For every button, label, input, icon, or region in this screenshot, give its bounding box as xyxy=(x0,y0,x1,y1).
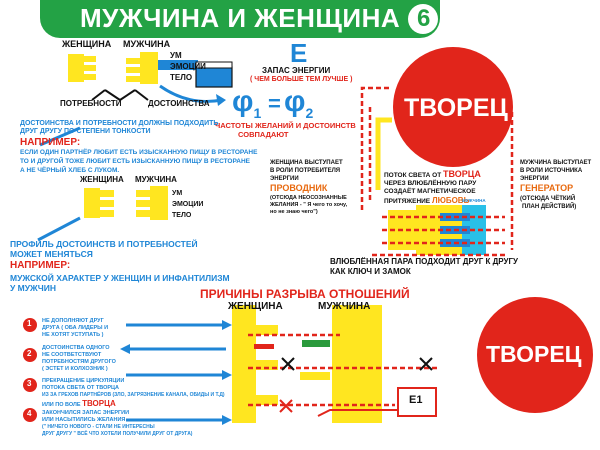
man-profile-shape-2 xyxy=(136,186,168,220)
example-line1: ЕСЛИ ОДИН ПАРТНЁР ЛЮБИТ ЕСТЬ ИЗЫСКАННУЮ … xyxy=(20,149,258,156)
reason-4-line4: ДРУГ ДРУГУ " ВСЁ ЧТО ХОТЕЛИ ПОЛУЧИЛИ ДРУ… xyxy=(42,431,193,437)
creator-label-top: ТВОРЕЦ xyxy=(404,94,508,122)
frequency-line1: ЧАСТОТЫ ЖЕЛАНИЙ И ДОСТОИНСТВ xyxy=(215,121,356,130)
reason-3-number: 3 xyxy=(27,379,32,388)
man-role-6: ПЛАН ДЕЙСТВИЙ) xyxy=(522,204,577,210)
man-role-1: МУЖЧИНА ВЫСТУПАЕТ xyxy=(520,160,592,166)
woman-role-5: (ОТСЮДА НЕОСОЗНАННЫЕ xyxy=(270,195,347,201)
flow-line3: СОЗДАЁТ МАГНЕТИЧЕСКОЕ xyxy=(384,188,476,195)
man-role-5: (ОТСЮДА ЧЁТКИЙ xyxy=(520,196,576,202)
virtues-label: ДОСТОИНСТВА xyxy=(148,99,210,108)
needs-label: ПОТРЕБНОСТИ xyxy=(60,99,122,108)
masculine-line2: У МУЖЧИН xyxy=(10,283,57,293)
breakup-woman-label: ЖЕНЩИНА xyxy=(228,301,283,312)
example-heading: НАПРИМЕР: xyxy=(20,137,81,148)
creator-circle-bottom xyxy=(477,297,593,413)
reason-4-line3: (" НИЧЕГО НОВОГО - СТАЛИ НЕ ИНТЕРЕСНЫ xyxy=(42,424,155,430)
reason-1-line2: ДРУГА ( ОБА ЛИДЕРЫ И xyxy=(42,325,109,331)
man-label: МУЖЧИНА xyxy=(123,39,171,49)
reason-2-number: 2 xyxy=(27,349,32,358)
example-line2: ТО И ДРУГОЙ ТОЖЕ ЛЮБИТ ЕСТЬ ИЗЫСКАННУЮ П… xyxy=(20,158,250,165)
emotions-label: ЭМОЦИИ xyxy=(170,62,206,71)
reason-1-number: 1 xyxy=(27,319,32,328)
e1-label: E1 xyxy=(409,394,423,406)
woman-profile-shape xyxy=(68,54,96,82)
woman-role-conductor: ПРОВОДНИК xyxy=(270,183,328,193)
reason-4-line1: ЗАКОНЧИЛСЯ ЗАПАС ЭНЕРГИИ xyxy=(42,410,130,416)
creator-label-bottom: ТВОРЕЦ xyxy=(486,341,582,367)
phi2: φ2 xyxy=(284,85,314,121)
key-lock-line2: КАК КЛЮЧ И ЗАМОК xyxy=(330,267,411,276)
header-number: 6 xyxy=(417,5,431,32)
um-label-2: УМ xyxy=(172,190,183,197)
break-woman-bar xyxy=(232,305,256,423)
man-role-3: ЭНЕРГИИ xyxy=(520,176,549,182)
reason-4-number: 4 xyxy=(27,409,32,418)
reason-2-line3: ПОТРЕБНОСТЯМ ДРУГОГО xyxy=(42,359,116,365)
man-role-2: В РОЛИ ИСТОЧНИКА xyxy=(520,168,583,174)
woman-role-6: ЖЕЛАНИЯ - " Я чего то хочу, xyxy=(270,202,348,208)
man-profile-shape xyxy=(126,52,198,84)
phi-equals: = xyxy=(268,91,281,116)
energy-reserve-label: ЗАПАС ЭНЕРГИИ xyxy=(262,66,331,75)
body-label: ТЕЛО xyxy=(170,73,193,82)
emotions-label-2: ЭМОЦИИ xyxy=(172,201,204,208)
reason-3-line1: ПРЕКРАЩЕНИЕ ЦИРКУЛЯЦИИ xyxy=(42,378,125,384)
woman-role-3: ЭНЕРГИИ xyxy=(270,176,299,182)
reason-2-line2: НЕ СООТВЕТСТВУЮТ xyxy=(42,352,102,358)
phi1: φ1 xyxy=(232,85,262,121)
man-role-generator: ГЕНЕРАТОР xyxy=(520,183,574,193)
flow-line1: ПОТОК СВЕТА ОТ ТВОРЦА xyxy=(384,169,481,179)
woman-profile-shape-2 xyxy=(84,188,114,218)
example2-heading: НАПРИМЕР: xyxy=(10,260,71,271)
profile-line1: ПРОФИЛЬ ДОСТОИНСТВ И ПОТРЕБНОСТЕЙ xyxy=(10,239,198,249)
reason-2-line4: ( ЭСТЕТ И КОЛХОЗНИК ) xyxy=(42,366,108,372)
e-letter: Е xyxy=(290,38,308,68)
man-label-2: МУЖЧИНА xyxy=(135,175,177,184)
breakup-man-label: МУЖЧИНА xyxy=(318,301,371,312)
phi-arrow xyxy=(159,84,223,103)
frequency-line2: СОВПАДАЮТ xyxy=(238,130,289,139)
woman-role-7: но не знаю чего") xyxy=(270,209,318,215)
flow-line4: ПРИТЯЖЕНИЕ ЛЮБОВЬ xyxy=(384,196,470,205)
header-number-badge xyxy=(408,4,438,34)
key-lock-line1: ВЛЮБЛЁННАЯ ПАРА ПОДХОДИТ ДРУГ К ДРУГУ xyxy=(330,257,518,266)
energy-note: ( ЧЕМ БОЛЬШЕ ТЕМ ЛУЧШЕ ) xyxy=(250,76,353,83)
reason-3-line3: ИЗ ЗА ГРЕХОВ ПАРТНЁРОВ (ЗЛО, ЗАГРЯЗНЕНИЕ… xyxy=(42,392,225,398)
man-small-label: МУЖЧИНА xyxy=(462,198,486,203)
flow-line2: ЧЕРЕЗ ВЛЮБЛЁННУЮ ПАРУ xyxy=(384,180,477,187)
e1-tank xyxy=(397,387,437,417)
woman-role-1: ЖЕНЩИНА ВЫСТУПАЕТ xyxy=(270,160,343,166)
reason-1-line1: НЕ ДОПОЛНЯЮТ ДРУГ xyxy=(42,318,104,324)
header-title: МУЖЧИНА И ЖЕНЩИНА xyxy=(80,3,401,33)
creator-circle-top xyxy=(393,47,513,167)
reason-1-line3: НЕ ХОТЯТ УСТУПАТЬ ) xyxy=(42,332,104,338)
woman-label: ЖЕНЩИНА xyxy=(62,39,112,49)
reason-3-line4: ИЛИ ПО ВОЛЕ ТВОРЦА xyxy=(42,399,116,408)
example-line3: А НЕ ЧЁРНЫЙ ХЛЕБ С ЛУКОМ. xyxy=(20,167,120,174)
body-label-2: ТЕЛО xyxy=(172,212,192,219)
masculine-line1: МУЖСКОЙ ХАРАКТЕР У ЖЕНЩИН И ИНФАНТИЛИЗМ xyxy=(10,273,230,283)
reason-2-line1: ДОСТОИНСТВА ОДНОГО xyxy=(42,345,110,351)
left-line2: ДРУГ ДРУГУ ПО СТЕПЕНИ ТОНКОСТИ xyxy=(20,128,151,135)
woman-label-2: ЖЕНЩИНА xyxy=(80,175,124,184)
woman-role-2: В РОЛИ ПОТРЕБИТЕЛЯ xyxy=(270,168,341,174)
break-man-bar xyxy=(332,305,382,423)
breakup-title: ПРИЧИНЫ РАЗРЫВА ОТНОШЕНИЙ xyxy=(200,287,410,301)
reason-4-line2: ИЛИ НАСЫТИЛИСЬ ЖЕЛАНИЯ xyxy=(42,417,126,423)
profile-line2: МОЖЕТ МЕНЯТЬСЯ xyxy=(10,249,93,259)
header-banner xyxy=(40,0,440,38)
left-line1: ДОСТОИНСТВА И ПОТРЕБНОСТИ ДОЛЖНЫ ПОДХОДИ… xyxy=(20,120,219,127)
um-label: УМ xyxy=(170,51,182,60)
reason-3-line2: ПОТОКА СВЕТА ОТ ТВОРЦА xyxy=(42,385,120,391)
